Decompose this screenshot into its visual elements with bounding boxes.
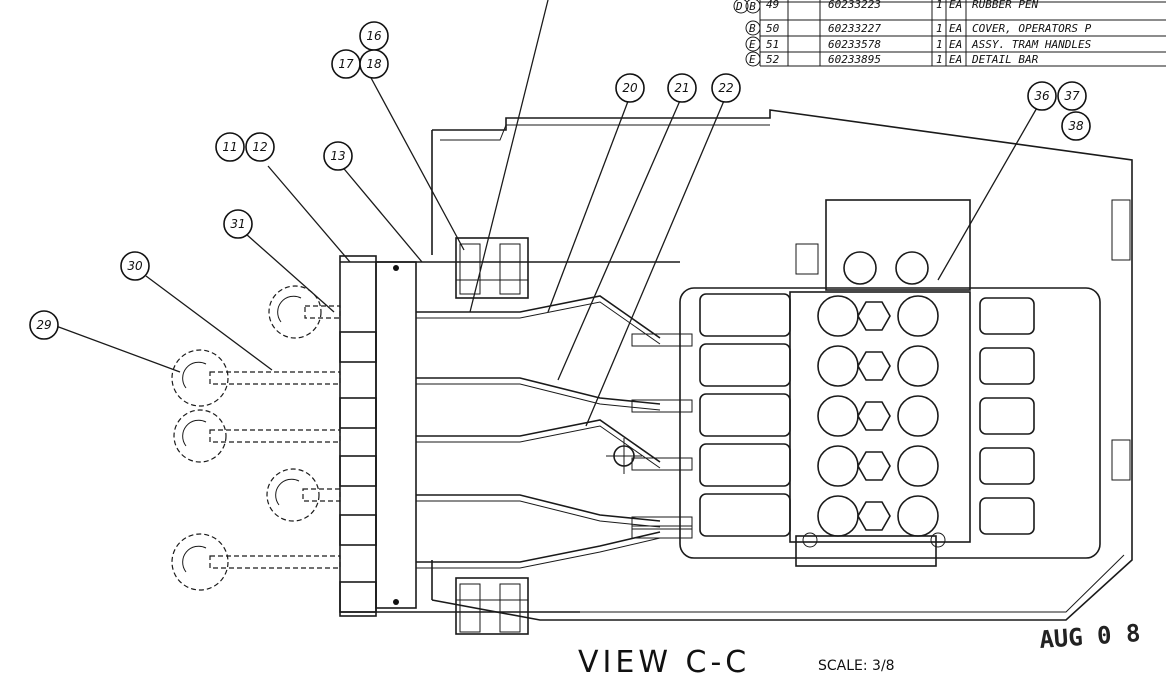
callout-bubble: 38 xyxy=(1061,111,1091,141)
unit: EA xyxy=(949,22,962,35)
parts-table: D B 49 60233223 1 EA RUBBER PEN B 50 602… xyxy=(733,0,1166,67)
table-row: B 50 60233227 1 EA COVER, OPERATORS P xyxy=(745,20,1092,36)
clevis xyxy=(631,516,693,530)
callout-number: 21 xyxy=(674,81,689,95)
lever-knob xyxy=(266,468,320,522)
rev-mark: D B xyxy=(735,0,756,13)
table-row: E 52 60233895 1 EA DETAIL BAR xyxy=(745,51,1039,67)
callout-bubble: 12 xyxy=(245,132,275,162)
callout-bubble: 22 xyxy=(711,73,741,103)
callout-bubble: 30 xyxy=(120,251,150,281)
lever-knob xyxy=(173,409,227,463)
rev-mark: E xyxy=(749,53,756,66)
part-number: 60233227 xyxy=(828,22,881,35)
control-valve-bank xyxy=(679,199,1101,567)
pivot-symbol xyxy=(606,438,642,474)
callout-number: 11 xyxy=(222,140,237,154)
callout-bubble: 31 xyxy=(223,209,253,239)
lever-knob xyxy=(268,285,322,339)
part-number: 60233578 xyxy=(828,38,881,51)
rev-mark: E xyxy=(749,38,756,51)
description: ASSY. TRAM HANDLES xyxy=(971,38,1092,51)
callout-number: 20 xyxy=(622,81,638,95)
callout-number: 29 xyxy=(36,318,51,332)
callout-bubble: 36 xyxy=(1027,81,1057,111)
callout-bubble: 37 xyxy=(1057,81,1087,111)
unit: EA xyxy=(949,0,962,11)
item-number: 51 xyxy=(766,38,779,51)
item-number: 49 xyxy=(766,0,779,11)
spool-section xyxy=(699,343,791,387)
callout-number: 30 xyxy=(127,259,143,273)
spool-section xyxy=(699,293,791,337)
control-lever xyxy=(171,493,1035,613)
housing-outline xyxy=(431,109,1133,621)
qty: 1 xyxy=(936,22,943,35)
leader-lines xyxy=(55,0,1039,427)
control-lever xyxy=(173,393,1035,487)
lever-group xyxy=(171,285,1035,613)
description: COVER, OPERATORS P xyxy=(972,22,1092,35)
callout-number: 17 xyxy=(338,57,354,71)
callout-number: 22 xyxy=(718,81,733,95)
qty: 1 xyxy=(936,53,943,66)
callout-bubble: 20 xyxy=(615,73,645,103)
callout-number: 37 xyxy=(1064,89,1080,103)
table-row: D B 49 60233223 1 EA RUBBER PEN xyxy=(733,0,1039,14)
description: RUBBER PEN xyxy=(972,0,1039,11)
control-lever xyxy=(266,443,1035,546)
clamp-bolts-bottom xyxy=(455,577,529,635)
clevis xyxy=(631,525,693,539)
clevis xyxy=(631,333,693,347)
callout-bubble: 16 xyxy=(359,21,389,51)
control-lever xyxy=(268,285,1035,363)
lever-knob xyxy=(171,349,229,407)
callout-number: 18 xyxy=(366,57,382,71)
callout-bubble: 13 xyxy=(323,141,353,171)
callout-bubble: 29 xyxy=(29,310,59,340)
spool-section xyxy=(699,443,791,487)
rev-mark: B xyxy=(749,22,756,35)
unit: EA xyxy=(949,53,962,66)
description: DETAIL BAR xyxy=(971,53,1039,66)
unit: EA xyxy=(949,38,962,51)
scale-label: SCALE: 3/8 xyxy=(818,658,895,674)
part-number: 60233895 xyxy=(828,53,881,66)
callout-bubble: 21 xyxy=(667,73,697,103)
control-lever xyxy=(171,343,1035,429)
clamp-bolts-top xyxy=(455,237,529,299)
callout-bubble: 18 xyxy=(359,49,389,79)
callout-number: 31 xyxy=(230,217,245,231)
item-number: 52 xyxy=(766,53,780,66)
callout-number: 13 xyxy=(330,149,345,163)
callout-number: 12 xyxy=(252,140,267,154)
callout-number: 36 xyxy=(1034,89,1050,103)
part-number: 60233223 xyxy=(828,0,881,11)
spool-section xyxy=(699,393,791,437)
callout-number: 38 xyxy=(1068,119,1084,133)
callout-bubble: 17 xyxy=(331,49,361,79)
view-title: VIEW C-C xyxy=(578,645,750,680)
table-row: E 51 60233578 1 EA ASSY. TRAM HANDLES xyxy=(745,36,1092,52)
lever-knob xyxy=(171,533,229,591)
clevis xyxy=(631,457,693,471)
date-stamp: AUG 0 8 xyxy=(1038,619,1141,654)
callout-bubble: 11 xyxy=(215,132,245,162)
qty: 1 xyxy=(936,0,943,11)
clevis xyxy=(631,399,693,413)
callout-number: 16 xyxy=(366,29,382,43)
item-number: 50 xyxy=(766,22,780,35)
spool-section xyxy=(699,493,791,537)
qty: 1 xyxy=(936,38,943,51)
